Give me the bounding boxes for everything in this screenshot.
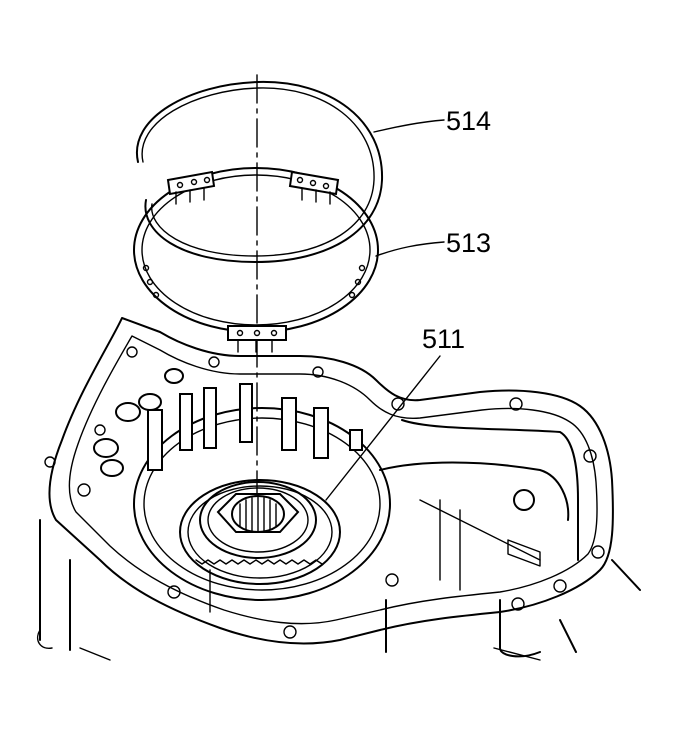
- callout-514: 514: [446, 106, 491, 136]
- valve-bores: [93, 368, 184, 477]
- leader-513: [375, 241, 445, 257]
- transmission-housing: [36, 317, 641, 661]
- leader-514: [373, 119, 445, 133]
- flange-bolt-holes: [44, 346, 605, 639]
- ring-tab-right: [288, 170, 340, 205]
- ring-tab-side-right: [348, 264, 366, 299]
- snap-ring-514: [135, 80, 384, 263]
- ring-tab-side-left: [142, 264, 160, 299]
- leader-511: [325, 355, 441, 501]
- hub-splines: [239, 496, 277, 533]
- callout-511: 511: [422, 324, 465, 354]
- clutch-assembly-511: [133, 383, 391, 601]
- callout-513: 513: [446, 228, 491, 258]
- drum-slots: [147, 383, 363, 471]
- backing-ring-513: [133, 167, 379, 353]
- right-chamber: [379, 419, 579, 591]
- ring-tab-bottom: [227, 325, 287, 353]
- ring-tab-left: [166, 170, 216, 205]
